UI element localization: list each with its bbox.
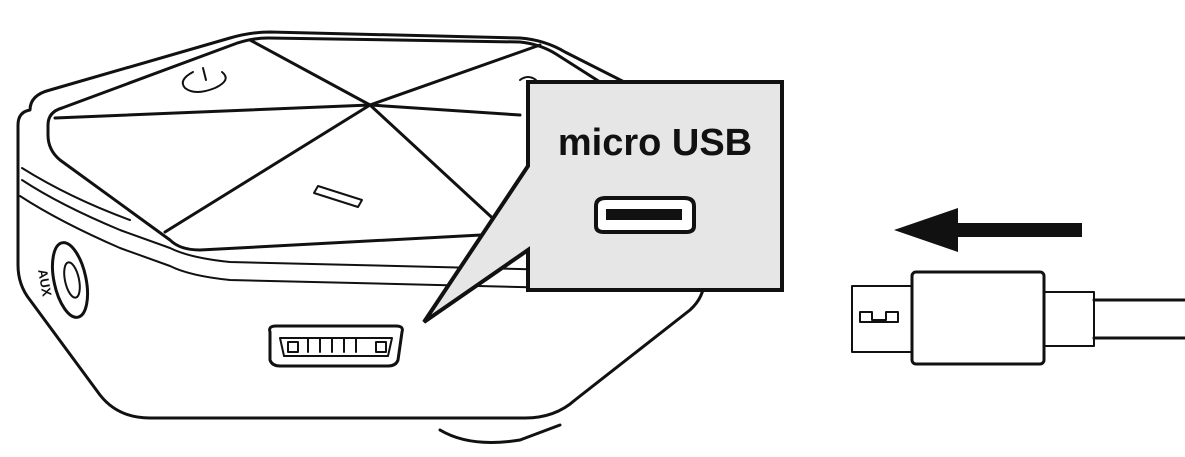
button-divider — [248, 38, 372, 107]
power-icon — [181, 67, 227, 93]
device-side-band-upper — [21, 179, 561, 271]
device-micro-usb-port — [268, 324, 404, 368]
device-top-face — [46, 36, 602, 252]
insert-direction-arrow — [894, 208, 1082, 252]
aux-jack — [50, 241, 90, 319]
cable-strain-relief — [1043, 291, 1095, 347]
button-divider — [368, 103, 502, 227]
bluetooth-receiver-device: AUX — [16, 30, 706, 444]
device-foot — [438, 423, 562, 444]
device-side-band-lower — [19, 195, 561, 289]
cable-plug-housing — [910, 270, 1046, 366]
play-icon — [519, 76, 537, 81]
minus-icon — [313, 185, 363, 208]
button-divider — [53, 103, 372, 120]
aux-label: AUX — [35, 268, 55, 298]
micro-usb-port-icon — [594, 196, 696, 234]
callout-label: micro USB — [558, 122, 752, 164]
micro-usb-callout: micro USB — [422, 80, 784, 324]
button-divider — [368, 43, 542, 107]
button-divider — [163, 103, 372, 234]
device-side-band-top — [21, 167, 131, 221]
button-divider — [368, 103, 522, 117]
device-body-outline — [16, 30, 706, 420]
micro-usb-cable — [851, 270, 1185, 366]
